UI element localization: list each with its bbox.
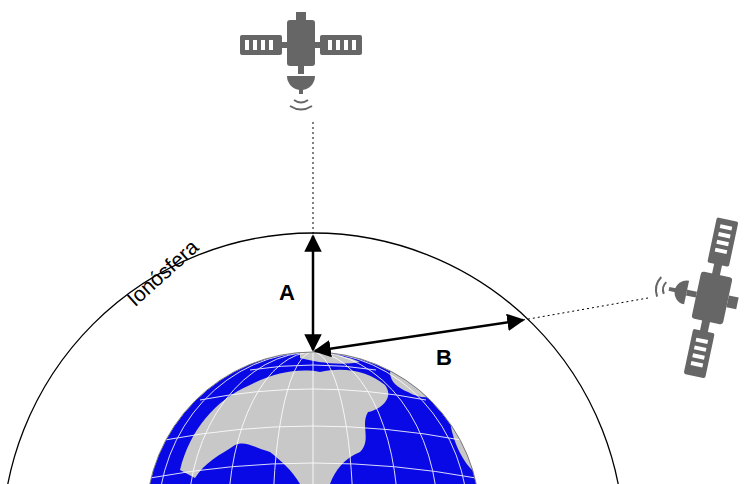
- arrow-b: [315, 320, 523, 351]
- region-label: Ionósfera: [122, 235, 203, 311]
- arrow-a: [312, 236, 315, 350]
- satellite-icon: [240, 12, 362, 110]
- signal-path: [313, 122, 314, 236]
- ionosphere-arc: [2, 233, 624, 484]
- distance-label: B: [436, 345, 452, 371]
- earth-globe: [146, 350, 480, 484]
- signal-path: [523, 298, 648, 320]
- satellite-icon: [640, 208, 752, 382]
- distance-label: A: [279, 280, 295, 306]
